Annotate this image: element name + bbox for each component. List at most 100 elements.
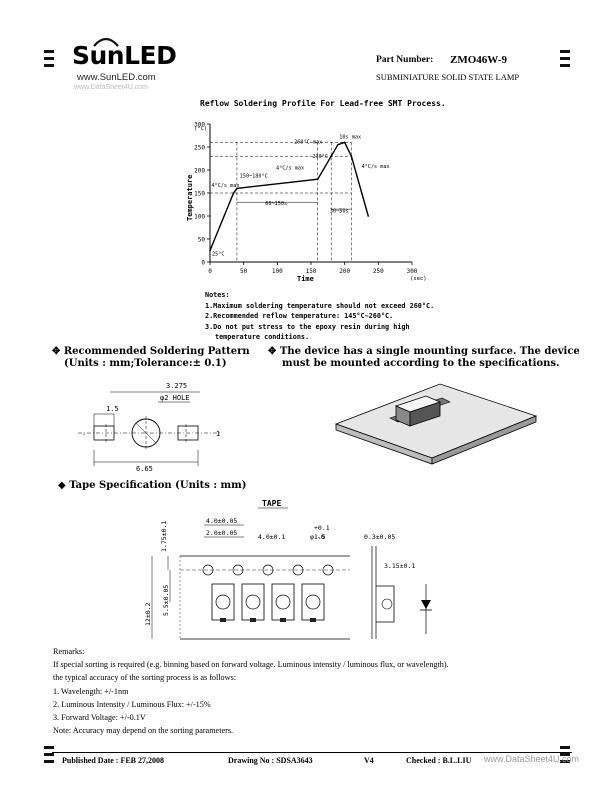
diode-symbol-icon <box>420 584 432 634</box>
dim-depth: 3.15±0.1 <box>384 562 415 570</box>
dim-hole-dia: φ1.5 <box>310 533 326 541</box>
ann-peak-time: 10s max <box>339 135 361 141</box>
dim-row: 5.5±0.05 <box>162 585 170 616</box>
x-tick-label: 50 <box>240 268 248 275</box>
soldering-section-title: ✥ Recommended Soldering Pattern (Units :… <box>52 346 250 369</box>
profile-point <box>316 178 319 180</box>
watermark-top: www.DataSheet4U.com <box>74 84 148 91</box>
ann-230: 230°C <box>312 154 328 160</box>
dim-pad: 1.5 <box>106 405 119 413</box>
tape-section-title: ◆ Tape Specification (Units : mm) <box>58 480 247 491</box>
x-tick-label: 0 <box>208 268 212 275</box>
brand-url[interactable]: www.SunLED.com <box>77 72 156 83</box>
y-tick-label: 250 <box>194 145 205 152</box>
dim-3275: 3.275 <box>166 382 187 390</box>
y-tick-label: 0 <box>201 260 205 267</box>
ann-above230: 30~50s <box>330 208 349 214</box>
note-3-cont: temperature conditions. <box>215 333 310 341</box>
ann-rate-mid: 4°C/s max <box>276 166 304 172</box>
watermark-footer: www.DataSheet4U.com <box>484 754 580 764</box>
y-tick-label: 200 <box>194 168 205 175</box>
x-axis-label: Time <box>297 275 314 283</box>
remark-line-5: 3. Forward Voltage: +/-0.1V <box>53 713 146 723</box>
remarks-title: Remarks: <box>53 647 85 656</box>
diamond-bullet-icon: ✥ <box>268 346 277 357</box>
left-footer-bars <box>44 746 54 767</box>
reflow-notes: Notes: 1.Maximum soldering temperature s… <box>205 290 434 343</box>
x-tick-label: 250 <box>373 268 384 275</box>
svg-text:-: - <box>82 431 86 438</box>
remark-line-3: 1. Wavelength: +/-1nm <box>53 686 129 696</box>
x-tick-label: 300 <box>407 268 418 275</box>
footer-rule <box>52 752 572 753</box>
ann-soak: 60~150s <box>265 201 287 207</box>
reflow-profile-line <box>209 141 369 251</box>
ann-rate-down: 4°C/s max <box>362 164 390 170</box>
drawing-number: Drawing No : SDSA3643 <box>228 756 313 765</box>
note-2: 2.Recommended reflow temperature: 145°C~… <box>205 312 394 320</box>
dim-hole: φ2 HOLE <box>160 394 190 402</box>
y-tick-label: 50 <box>198 237 206 244</box>
soldering-pattern-drawing: 3.275 φ2 HOLE 1.5 - 1 6.65 <box>78 382 220 473</box>
mounting-note: ✥ The device has a single mounting surfa… <box>268 346 580 369</box>
dim-half: 2.0±0.05 <box>206 529 237 537</box>
y-tick-label: 100 <box>194 214 205 221</box>
y-unit: (°C) <box>194 126 207 132</box>
dim-hole-tol-up: +0.1 <box>314 524 330 532</box>
ann-start: 25°C <box>212 252 225 258</box>
left-header-bars <box>44 50 54 71</box>
dim-thick: 0.3±0.05 <box>364 533 395 541</box>
ann-rate-up: 4°C/s max <box>211 183 239 189</box>
profile-point <box>236 187 238 190</box>
mounting-illustration <box>334 383 538 465</box>
right-header-bars <box>560 50 570 71</box>
sun-arc-icon <box>93 37 119 47</box>
profile-point <box>337 143 339 146</box>
y-tick-label: 300 <box>194 122 205 129</box>
note-3: 3.Do not put stress to the epoxy resin d… <box>205 322 410 331</box>
x-tick-label: 200 <box>339 268 350 275</box>
part-number-label: Part Number: <box>376 55 434 65</box>
remark-line-6: Note: Accuracy may depend on the sorting… <box>53 726 234 736</box>
dim-width: 12±0.2 <box>144 602 152 626</box>
remarks: Remarks: If special sorting is required … <box>53 645 573 737</box>
remark-line-2: the typical accuracy of the sorting proc… <box>53 673 237 683</box>
dim-total: 6.65 <box>136 465 153 473</box>
y-axis-label: Temperature <box>186 175 194 221</box>
profile-point <box>367 215 370 217</box>
version: V4 <box>364 756 374 765</box>
remark-line-1: If special sorting is required (e.g. bin… <box>53 660 449 670</box>
profile-point <box>343 141 346 144</box>
sunled-logo: SunLED <box>72 37 177 70</box>
tape-drawing: TAPE 4.0±0.05 2.0±0.05 4.0±0.1 φ1.5 +0.1… <box>144 499 432 640</box>
remark-line-4: 2. Luminous Intensity / Luminous Flux: +… <box>53 699 211 709</box>
product-subtitle: SUBMINIATURE SOLID STATE LAMP <box>376 72 520 82</box>
ann-preheat: 150~180°C <box>240 173 268 179</box>
dim-hole-tol-dn: -0 <box>317 533 325 541</box>
diamond-bullet-icon: ✥ <box>52 346 61 357</box>
tape-label: TAPE <box>262 499 281 508</box>
profile-point <box>209 249 211 252</box>
profile-point <box>350 155 353 157</box>
pin-1-label: 1 <box>216 430 220 438</box>
brand-name: SunLED <box>72 41 177 70</box>
x-tick-label: 100 <box>272 268 283 275</box>
ann-max-temp: 260°C max <box>294 139 322 145</box>
checked-by: Checked : B.L.LIU <box>406 756 472 765</box>
profile-point <box>232 192 235 194</box>
note-1: 1.Maximum soldering temperature should n… <box>205 301 435 310</box>
profile-point <box>330 155 332 157</box>
dim-pocket: 4.0±0.1 <box>258 533 285 541</box>
dim-pitch: 4.0±0.05 <box>206 517 237 525</box>
right-footer-bars <box>560 746 570 767</box>
y-tick-label: 150 <box>194 191 205 198</box>
reflow-chart-title: Reflow Soldering Profile For Lead-free S… <box>200 99 446 108</box>
diamond-bullet-icon: ◆ <box>58 480 66 491</box>
published-date: Published Date : FEB 27,2008 <box>62 756 165 765</box>
dim-edge: 1.75±0.1 <box>160 521 168 552</box>
x-unit: (sec) <box>410 276 427 282</box>
notes-title: Notes: <box>205 291 230 299</box>
part-number: ZMO46W-9 <box>450 54 508 66</box>
x-tick-label: 150 <box>306 268 317 275</box>
